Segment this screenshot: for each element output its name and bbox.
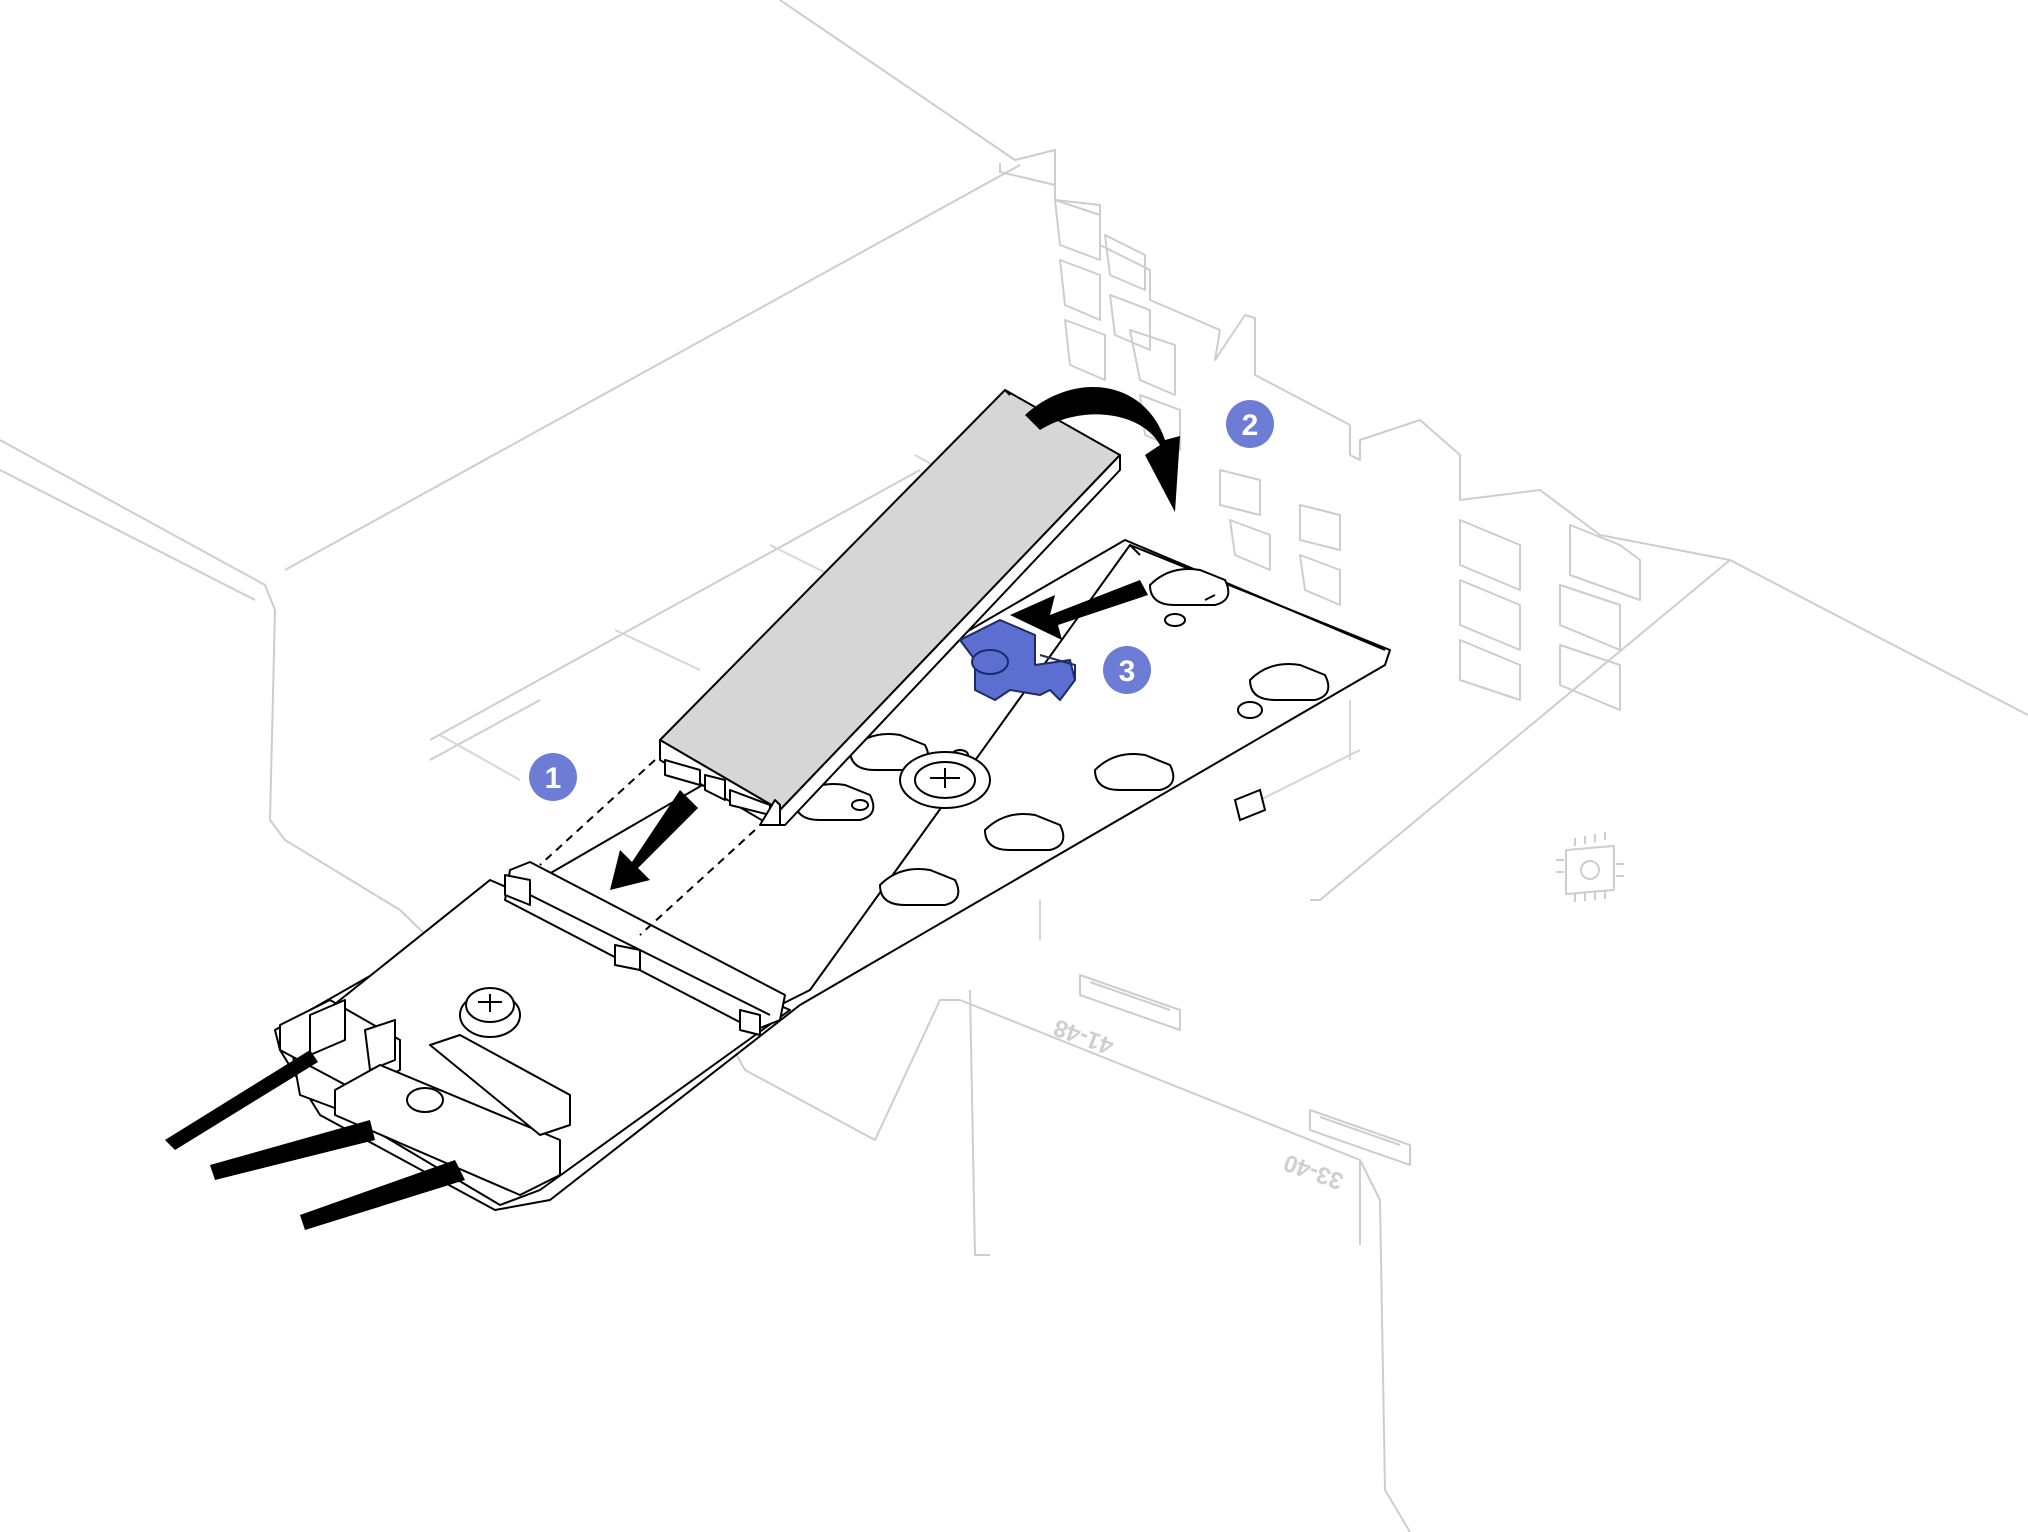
memory-slot-label-33-40: 33-40: [1280, 1148, 1347, 1194]
processor-icon: [1556, 832, 1624, 902]
callout-3: 3: [1103, 646, 1151, 694]
screw-icon: [459, 987, 521, 1038]
callout-1-badge: [529, 753, 577, 801]
insert-arrow-icon: [610, 790, 698, 890]
tray-screw-icon: [899, 751, 991, 809]
memory-slot-label-41-48: 41-48: [1050, 1013, 1117, 1059]
cable-1: [165, 1050, 318, 1150]
memory-module-icon: [1079, 974, 1181, 1031]
m2-drive: [659, 389, 1121, 826]
cable-screw-icon: [406, 1087, 444, 1113]
m2-boot-adapter: [165, 539, 1391, 1230]
cable-3: [300, 1160, 465, 1230]
insertion-guide: [539, 759, 756, 936]
slide-arrow-icon: [1010, 580, 1148, 640]
callout-2: 2: [1226, 400, 1274, 448]
callout-2-number: 2: [1242, 409, 1259, 442]
memory-module-label-2: 33-40: [1280, 1109, 1411, 1195]
retainer-clip: [959, 580, 1148, 701]
callout-2-badge: [1226, 400, 1274, 448]
callout-3-badge: [1103, 646, 1151, 694]
cable-2: [210, 1120, 375, 1180]
m2-tray: [793, 568, 1330, 906]
memory-module-label-1: 41-48: [1050, 974, 1181, 1060]
pivot-arrow-icon: [1025, 387, 1180, 512]
callout-3-number: 3: [1119, 655, 1136, 688]
memory-module-icon: [1309, 1109, 1411, 1166]
callout-1-number: 1: [545, 762, 562, 795]
callout-1: 1: [529, 753, 577, 801]
